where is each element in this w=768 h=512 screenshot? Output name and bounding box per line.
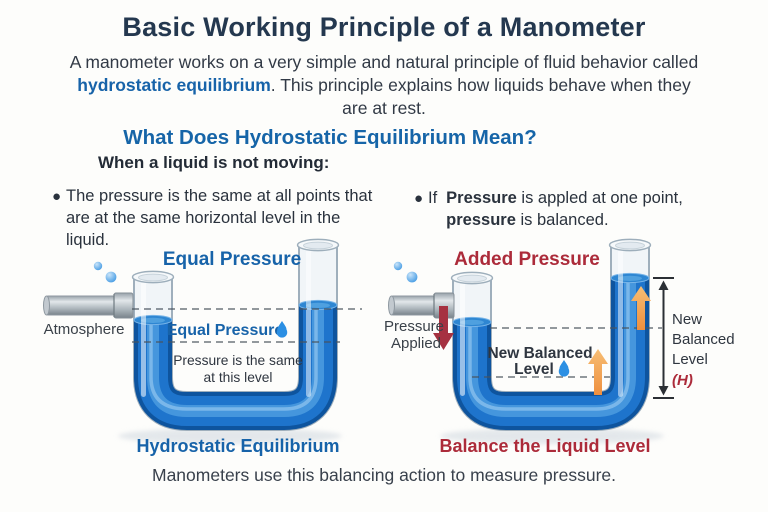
tube-shadow: [118, 428, 342, 444]
bullet-right-mid: is appled at one point,: [516, 189, 683, 207]
glass-highlight: [141, 281, 146, 397]
height-label: New Balanced Level (H): [672, 311, 735, 389]
diagram-caption: Hydrostatic Equilibrium: [136, 436, 339, 456]
bullet-dot: ●: [52, 188, 62, 205]
bullet-right-bold2: pressure: [446, 210, 516, 229]
svg-text:Balanced: Balanced: [672, 331, 735, 348]
pressure-applied-label-1: Pressure: [384, 318, 444, 335]
tube-rim-right: [296, 238, 340, 252]
note-line2: at this level: [203, 370, 272, 385]
note-line1: Pressure is the same: [173, 353, 303, 368]
rise-up-arrow-icon: [588, 349, 608, 395]
rise-up-arrow-icon: [631, 286, 651, 330]
diagram-title: Equal Pressure: [163, 249, 301, 270]
page-title: Basic Working Principle of a Manometer: [122, 12, 646, 42]
new-balanced-label-1: New Balanced: [487, 345, 592, 362]
bullet-dot: ●: [414, 190, 424, 207]
equal-pressure-label: Equal Pressure: [167, 322, 284, 339]
height-measure-arrow: [653, 277, 674, 399]
liquid-column: [133, 299, 338, 430]
liquid-column: [452, 272, 650, 430]
diagram-title: Added Pressure: [454, 249, 600, 270]
new-balanced-label-2: Level: [514, 361, 554, 378]
pressure-applied-label-2: Applied: [391, 335, 441, 352]
right-manometer-diagram: Added Pressure Pressure Applied New Bala…: [384, 238, 735, 456]
bullet-left-text: The pressure is the same at all points t…: [66, 187, 373, 249]
glass-highlight: [618, 249, 623, 397]
air-bubbles-icon: [393, 261, 418, 283]
intro-part2: . This principle explains how liquids be…: [270, 74, 691, 118]
intro-highlight: hydrostatic equilibrium: [77, 74, 271, 95]
glass-highlight: [460, 282, 465, 396]
inlet-pipe: [43, 292, 134, 319]
water-drop-icon: [558, 360, 570, 377]
diagram-caption: Balance the Liquid Level: [439, 436, 650, 456]
tube-rim-left: [131, 270, 175, 284]
subheading: When a liquid is not moving:: [98, 153, 330, 172]
bullet-right-bold1: Pressure: [446, 189, 517, 207]
bullet-left: ● The pressure is the same at all points…: [52, 186, 382, 251]
water-drop-icon: [276, 321, 288, 338]
atmosphere-label: Atmosphere: [44, 321, 125, 338]
tube-shadow: [440, 428, 664, 444]
bullet-right-end: is balanced.: [515, 210, 609, 229]
svg-text:New: New: [672, 311, 702, 328]
bullet-right: ● If Pressure is appled at one point, pre…: [414, 188, 714, 232]
bullet-right-prefix: If: [428, 189, 438, 207]
tube-rim-right: [608, 238, 652, 252]
section-heading: What Does Hydrostatic Equilibrium Mean?: [123, 126, 537, 149]
pressure-down-arrow-icon: [433, 306, 454, 350]
air-bubbles-icon: [93, 261, 117, 283]
intro-paragraph: A manometer works on a very simple and n…: [64, 51, 704, 119]
tube-rim-left: [450, 271, 494, 285]
footer-caption: Manometers use this balancing action to …: [152, 465, 616, 485]
left-manometer-diagram: Equal Pressure Atmosphere Equal Pressure…: [43, 238, 362, 456]
svg-text:Level: Level: [672, 351, 708, 368]
height-symbol: (H): [672, 372, 693, 389]
intro-part1: A manometer works on a very simple and n…: [69, 52, 699, 72]
inlet-pipe: [388, 292, 455, 319]
glass-highlight: [306, 249, 311, 397]
